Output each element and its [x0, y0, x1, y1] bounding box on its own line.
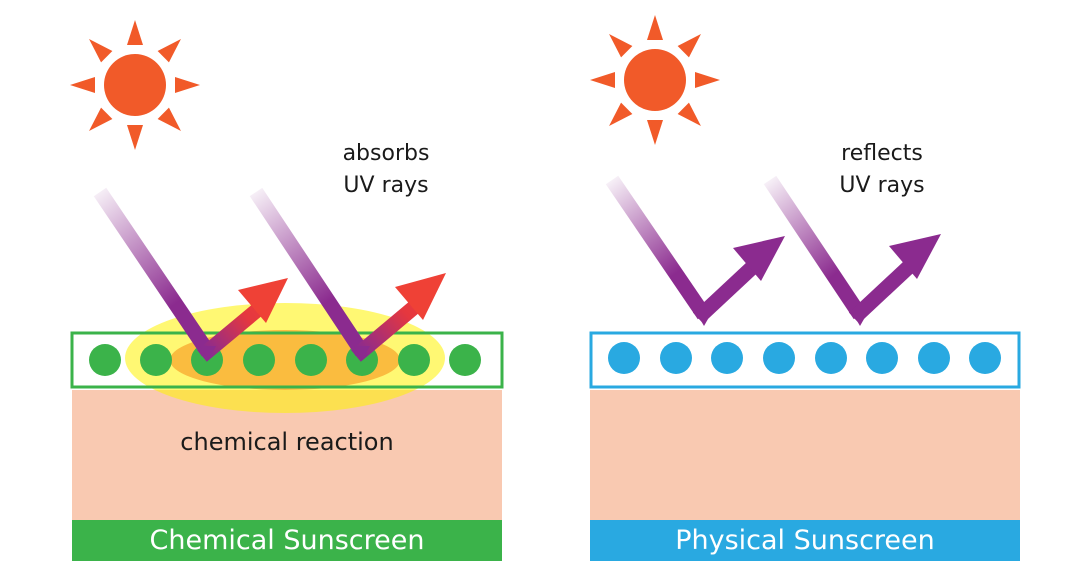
physical-sunscreen-label: Physical Sunscreen	[675, 525, 935, 556]
physical-dot	[763, 342, 795, 374]
physical-panel: reflects UV rays Phy	[589, 15, 1021, 561]
uv-ray-arrow-icon	[93, 187, 369, 357]
physical-dots	[608, 342, 1001, 374]
absorbs-caption-line2: UV rays	[343, 173, 428, 198]
sun-icon	[70, 20, 200, 150]
reaction-glow-core	[170, 330, 400, 390]
sun-icon	[590, 15, 720, 145]
chemical-dot	[449, 344, 481, 376]
chemical-dot	[243, 344, 275, 376]
chemical-sunscreen-label: Chemical Sunscreen	[150, 525, 425, 556]
absorbs-caption-line1: absorbs	[343, 141, 430, 166]
heat-ray-arrow-icon	[197, 273, 446, 362]
physical-sunscreen-bar	[590, 520, 1020, 561]
reflects-caption-line1: reflects	[841, 141, 923, 166]
chemical-reaction-label: chemical reaction	[180, 428, 393, 456]
chemical-dot	[89, 344, 121, 376]
physical-dot	[608, 342, 640, 374]
physical-dot	[866, 342, 898, 374]
uv-ray-arrow-icon	[605, 175, 941, 326]
chemical-sunscreen-layer	[70, 331, 504, 389]
chemical-dot	[398, 344, 430, 376]
physical-dot	[711, 342, 743, 374]
physical-dot	[660, 342, 692, 374]
skin-layer-physical	[590, 390, 1020, 520]
physical-dot	[918, 342, 950, 374]
chemical-dot	[295, 344, 327, 376]
physical-sunscreen-layer	[589, 331, 1021, 389]
physical-dot	[969, 342, 1001, 374]
physical-dot	[815, 342, 847, 374]
chemical-panel: absorbs UV rays	[70, 20, 504, 561]
chemical-dot	[140, 344, 172, 376]
chemical-sunscreen-bar	[72, 520, 502, 561]
reflects-caption-line2: UV rays	[839, 173, 924, 198]
